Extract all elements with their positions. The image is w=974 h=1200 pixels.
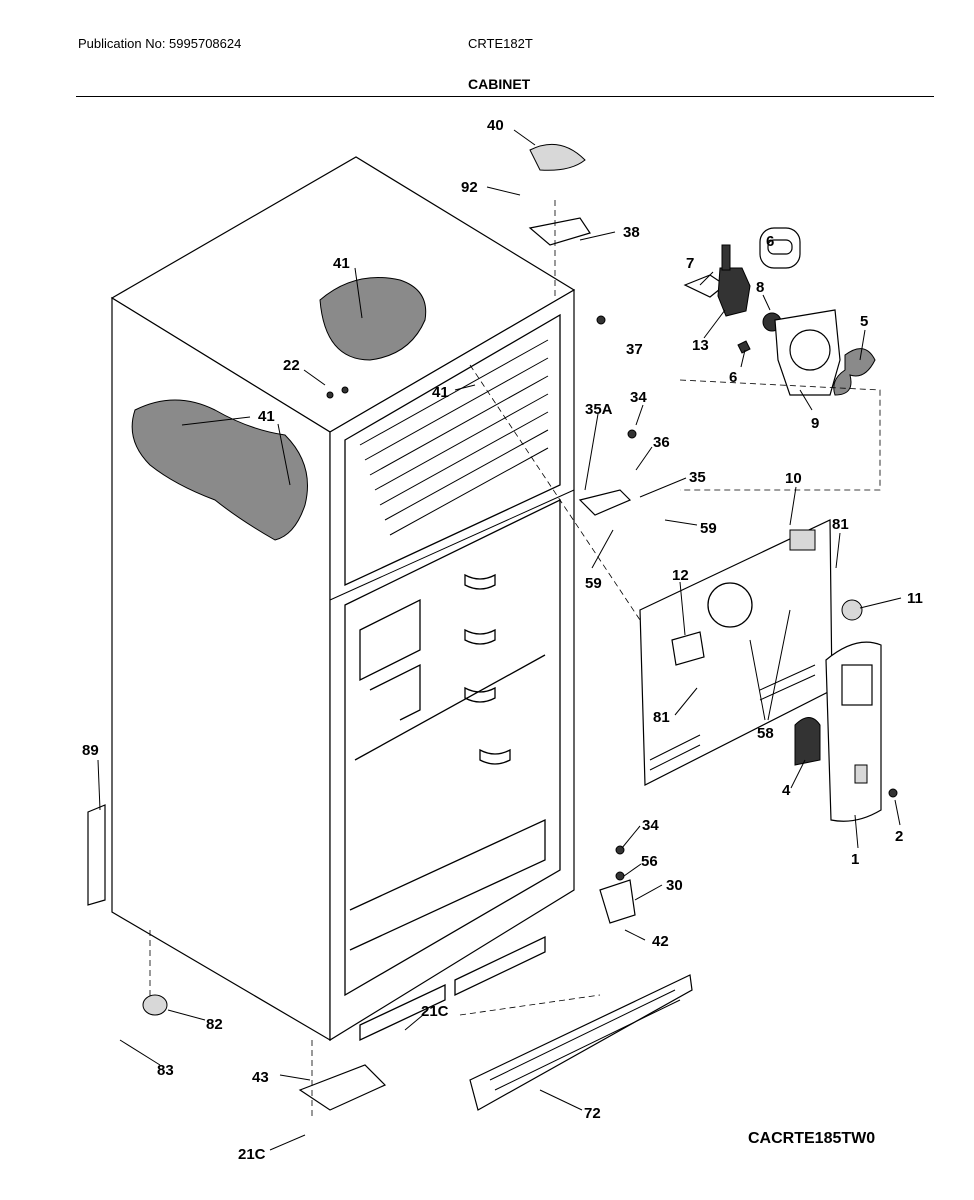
header-rule <box>76 96 934 97</box>
callout-2: 2 <box>895 828 903 845</box>
callout-6-bottom: 6 <box>729 369 737 386</box>
callout-81-bottom: 81 <box>653 709 670 726</box>
callout-13: 13 <box>692 337 709 354</box>
callout-58: 58 <box>757 725 774 742</box>
callout-38: 38 <box>623 224 640 241</box>
callout-34-bottom: 34 <box>642 817 659 834</box>
figure-code: CACRTE185TW0 <box>748 1130 876 1147</box>
publication-number: Publication No: 5995708624 <box>78 36 242 51</box>
callout-1: 1 <box>851 851 859 868</box>
callout-72: 72 <box>584 1105 601 1122</box>
callout-22: 22 <box>283 357 300 374</box>
callout-35a: 35A <box>585 401 613 418</box>
callout-83: 83 <box>157 1062 174 1079</box>
insulation-patches <box>131 277 427 541</box>
fan-assembly <box>683 227 876 396</box>
callout-9: 9 <box>811 415 819 432</box>
callout-42: 42 <box>652 933 669 950</box>
callout-7: 7 <box>686 255 694 272</box>
callout-5: 5 <box>860 313 868 330</box>
model-number: CRTE182T <box>468 36 533 51</box>
callout-37: 37 <box>626 341 643 358</box>
callout-82: 82 <box>206 1016 223 1033</box>
callout-41-side: 41 <box>258 408 275 425</box>
callout-4: 4 <box>782 782 791 799</box>
dispenser-housing <box>794 599 882 822</box>
callout-59-right: 59 <box>700 520 717 537</box>
callout-43: 43 <box>252 1069 269 1086</box>
callout-34-top: 34 <box>630 389 647 406</box>
alignment-lines <box>149 200 881 1120</box>
hinge-parts <box>87 143 898 1111</box>
callout-labels: 40 92 38 41 22 41 41 37 34 35A 36 35 59 … <box>82 117 923 1163</box>
callout-59-left: 59 <box>585 575 602 592</box>
callout-92: 92 <box>461 179 478 196</box>
callout-8: 8 <box>756 279 764 296</box>
callout-41-mid: 41 <box>432 384 449 401</box>
control-panel <box>639 519 833 786</box>
callout-21c-bottom: 21C <box>238 1146 266 1163</box>
callout-41-top: 41 <box>333 255 350 272</box>
callout-36: 36 <box>653 434 670 451</box>
callout-12: 12 <box>672 567 689 584</box>
callout-81-top: 81 <box>832 516 849 533</box>
callout-6-top: 6 <box>766 233 774 250</box>
callout-10: 10 <box>785 470 802 487</box>
callout-35: 35 <box>689 469 706 486</box>
callout-11: 11 <box>907 590 923 607</box>
callout-40: 40 <box>487 117 504 134</box>
callout-56: 56 <box>641 853 658 870</box>
leader-lines <box>97 129 902 1151</box>
callout-89: 89 <box>82 742 99 759</box>
section-title: CABINET <box>468 76 531 92</box>
callout-30: 30 <box>666 877 683 894</box>
callout-21c-top: 21C <box>421 1003 449 1020</box>
